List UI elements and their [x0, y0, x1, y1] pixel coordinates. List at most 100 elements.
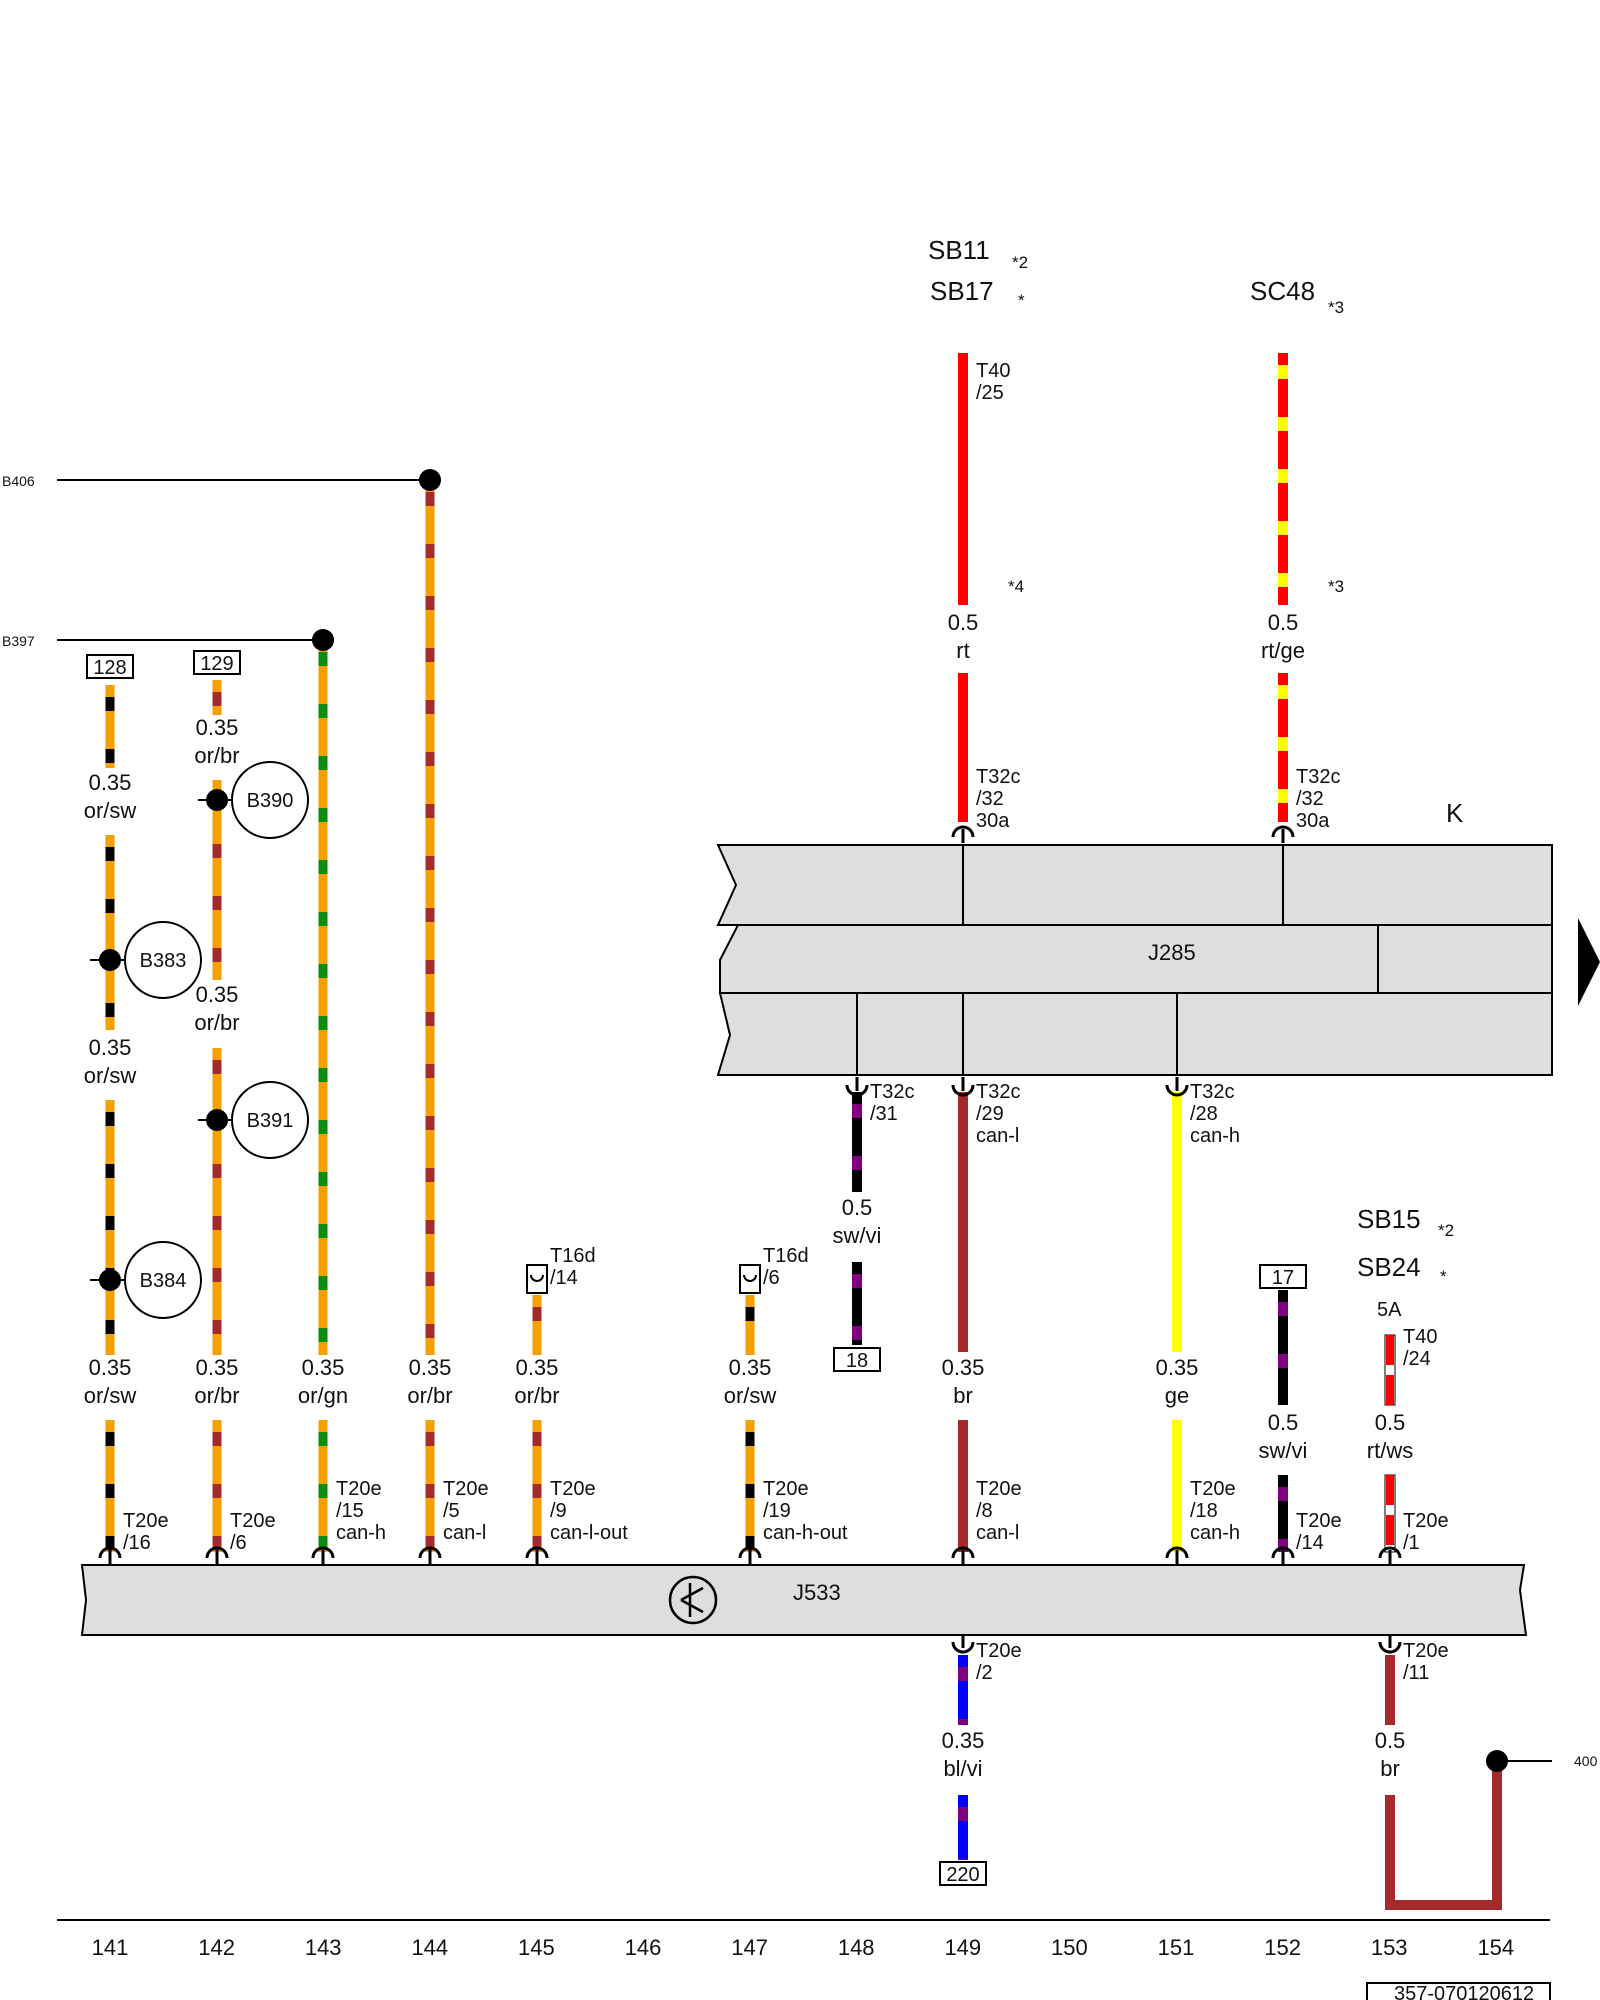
svg-text:T20e: T20e [443, 1478, 489, 1500]
svg-text:or/sw: or/sw [84, 1063, 137, 1088]
pin-t20e-16: T20e/16 [98, 1510, 169, 1564]
ref-box-220: 220 [946, 1864, 979, 1886]
svg-text:T32c: T32c [976, 1081, 1020, 1103]
wires [105, 353, 1502, 1910]
splices: 400 B390 B383 B391 B384 [90, 469, 1598, 1772]
svg-text:can-h-out: can-h-out [763, 1522, 848, 1544]
ref-b397: B397 [2, 633, 35, 649]
svg-text:0.5: 0.5 [1375, 1410, 1406, 1435]
svg-text:/5: /5 [443, 1500, 460, 1522]
svg-text:T20e: T20e [123, 1510, 169, 1532]
ref-400: 400 [1574, 1753, 1598, 1769]
control-unit-j285: J285 K [716, 798, 1600, 1076]
svg-text:rt: rt [956, 638, 969, 663]
svg-text:T20e: T20e [1403, 1510, 1449, 1532]
svg-text:or/sw: or/sw [84, 798, 137, 823]
splice-b384: B384 [90, 1241, 202, 1319]
svg-text:bl/vi: bl/vi [943, 1756, 982, 1781]
fuse-amp: 5A [1377, 1299, 1402, 1321]
control-unit-j533: J533 [80, 1564, 1528, 1636]
svg-text:can-l: can-l [443, 1522, 486, 1544]
svg-text:0.5: 0.5 [842, 1195, 873, 1220]
svg-text:0.35: 0.35 [89, 1035, 132, 1060]
fuse-sb11: SB11 [928, 235, 990, 265]
svg-text:/32: /32 [1296, 788, 1324, 810]
svg-text:B390: B390 [247, 790, 294, 812]
svg-text:T20e: T20e [976, 1640, 1022, 1662]
svg-text:0.35: 0.35 [409, 1355, 452, 1380]
pin-t20e-11: T20e/11 [1378, 1634, 1449, 1684]
svg-text:rt/ws: rt/ws [1367, 1438, 1413, 1463]
svg-text:B391: B391 [247, 1110, 294, 1132]
svg-text:0.35: 0.35 [196, 1355, 239, 1380]
svg-text:or/sw: or/sw [724, 1383, 777, 1408]
wire-label-w128b: 0.35 or/sw [84, 1035, 137, 1088]
svg-text:/24: /24 [1403, 1348, 1431, 1370]
pins: T20e/16T20e/6T20e/15can-hT20e/5can-lT20e… [98, 360, 1449, 1684]
svg-text:/9: /9 [550, 1500, 567, 1522]
fuse-sb24: SB24 [1357, 1252, 1421, 1282]
ref-b406: B406 [2, 473, 35, 489]
svg-text:0.5: 0.5 [1268, 610, 1299, 635]
ref-box-18: 18 [846, 1350, 868, 1372]
svg-text:0.35: 0.35 [302, 1355, 345, 1380]
wire-label-w149a: 0.5 rt [948, 610, 979, 663]
svg-text:br: br [1380, 1756, 1400, 1781]
column-number: 153 [1371, 1935, 1408, 1960]
svg-text:br: br [953, 1383, 973, 1408]
svg-text:*: * [1440, 1267, 1447, 1286]
column-number: 146 [625, 1935, 662, 1960]
svg-text:/29: /29 [976, 1103, 1004, 1125]
svg-text:0.35: 0.35 [196, 715, 239, 740]
svg-text:or/br: or/br [194, 1010, 239, 1035]
svg-text:0.35: 0.35 [89, 1355, 132, 1380]
svg-text:sw/vi: sw/vi [833, 1223, 882, 1248]
svg-text:*: * [1018, 291, 1025, 310]
svg-text:T40: T40 [1403, 1326, 1437, 1348]
svg-text:T32c: T32c [1296, 766, 1340, 788]
unit-j285-label: J285 [1148, 940, 1196, 965]
svg-text:0.35: 0.35 [942, 1728, 985, 1753]
svg-text:sw/vi: sw/vi [1259, 1438, 1308, 1463]
svg-text:30a: 30a [1296, 810, 1330, 832]
svg-text:/6: /6 [763, 1267, 780, 1289]
svg-text:/28: /28 [1190, 1103, 1218, 1125]
column-number: 152 [1264, 1935, 1301, 1960]
pin-t40-24: T40/24 [1403, 1326, 1437, 1370]
wire-label-w153a: 0.5 rt/ws [1367, 1410, 1413, 1463]
svg-text:/19: /19 [763, 1500, 791, 1522]
svg-text:*2: *2 [1012, 253, 1028, 272]
svg-text:or/sw: or/sw [84, 1383, 137, 1408]
svg-text:0.5: 0.5 [948, 610, 979, 635]
pin-t20e-6: T20e/6 [205, 1510, 276, 1564]
wire-label-w152: 0.5sw/vi [1259, 1410, 1308, 1463]
svg-text:/15: /15 [336, 1500, 364, 1522]
svg-text:0.35: 0.35 [729, 1355, 772, 1380]
fuse-sc48: SC48 [1250, 276, 1315, 306]
drawing-number: 357-070120612 [1394, 1983, 1534, 2000]
column-number: 145 [518, 1935, 555, 1960]
wire-label-w149c: 0.35 bl/vi [942, 1728, 985, 1781]
svg-text:/32: /32 [976, 788, 1004, 810]
unit-k-label: K [1446, 798, 1464, 828]
svg-text:/2: /2 [976, 1662, 993, 1684]
svg-text:B384: B384 [140, 1270, 187, 1292]
wire-label-w153b: 0.5br [1375, 1728, 1406, 1781]
svg-text:can-h: can-h [1190, 1522, 1240, 1544]
